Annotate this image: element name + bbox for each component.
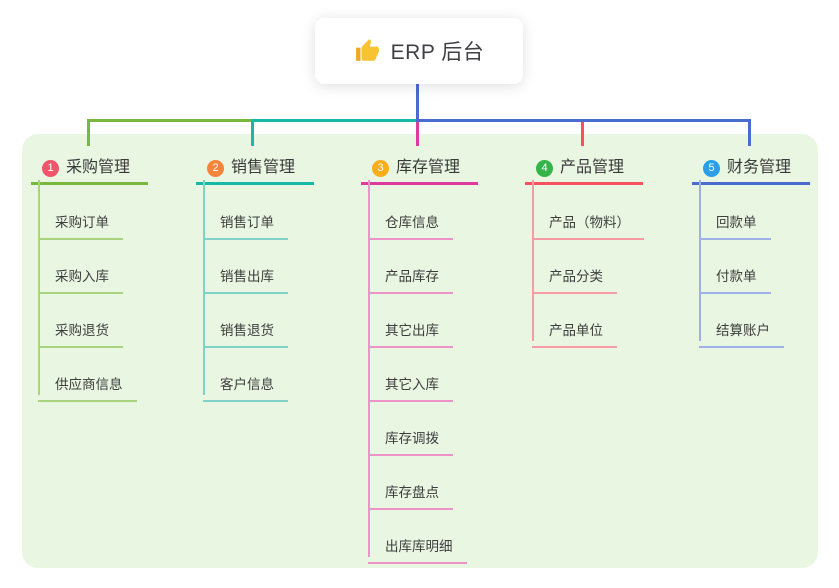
branch-number-badge: 2 — [207, 160, 224, 177]
child-node[interactable]: 库存调拨 — [368, 407, 453, 456]
branch-label: 销售管理 — [231, 159, 296, 176]
branch-number-badge: 5 — [703, 160, 720, 177]
connector-drop-product — [581, 119, 584, 146]
connector-children-line — [368, 180, 370, 557]
connector-children-line — [38, 180, 40, 395]
branch-number-badge: 1 — [42, 160, 59, 177]
root-node[interactable]: ERP 后台 — [315, 18, 523, 84]
root-title: ERP 后台 — [390, 41, 485, 64]
connector-drop-finance — [748, 119, 751, 146]
branch-number-badge: 4 — [536, 160, 553, 177]
branch-number-badge: 3 — [372, 160, 389, 177]
connector-drop-inventory — [416, 119, 419, 146]
connector-root-stem — [416, 84, 419, 122]
child-node[interactable]: 采购退货 — [38, 299, 123, 348]
child-node[interactable]: 产品分类 — [532, 245, 617, 294]
branch-label: 采购管理 — [66, 159, 131, 176]
branch-label: 产品管理 — [560, 159, 625, 176]
thumbs-up-icon — [355, 39, 379, 61]
connector-children-line — [699, 180, 701, 341]
child-node[interactable]: 销售出库 — [203, 245, 288, 294]
child-node[interactable]: 仓库信息 — [368, 191, 453, 240]
child-node[interactable]: 回款单 — [699, 191, 771, 240]
connector-drop-sales — [251, 119, 254, 146]
branch-node-sales[interactable]: 2 销售管理 — [196, 144, 314, 185]
child-node[interactable]: 付款单 — [699, 245, 771, 294]
connector-children-line — [532, 180, 534, 341]
child-node[interactable]: 其它出库 — [368, 299, 453, 348]
child-node[interactable]: 结算账户 — [699, 299, 784, 348]
child-node[interactable]: 库存盘点 — [368, 461, 453, 510]
connector-bus-finance — [418, 119, 751, 122]
child-node[interactable]: 其它入库 — [368, 353, 453, 402]
child-node[interactable]: 销售订单 — [203, 191, 288, 240]
branch-node-product[interactable]: 4 产品管理 — [525, 144, 643, 185]
child-node[interactable]: 产品（物料） — [532, 191, 644, 240]
branch-node-finance[interactable]: 5 财务管理 — [692, 144, 810, 185]
child-node[interactable]: 产品单位 — [532, 299, 617, 348]
connector-drop-purchase — [87, 119, 90, 146]
child-node[interactable]: 产品库存 — [368, 245, 453, 294]
branch-label: 财务管理 — [727, 159, 792, 176]
child-node[interactable]: 客户信息 — [203, 353, 288, 402]
child-node[interactable]: 出库库明细 — [368, 515, 467, 564]
branch-node-inventory[interactable]: 3 库存管理 — [361, 144, 478, 185]
child-node[interactable]: 销售退货 — [203, 299, 288, 348]
connector-children-line — [203, 180, 205, 395]
child-node[interactable]: 供应商信息 — [38, 353, 137, 402]
connector-bus-sales — [253, 119, 418, 122]
child-node[interactable]: 采购入库 — [38, 245, 123, 294]
branch-node-purchase[interactable]: 1 采购管理 — [31, 144, 148, 185]
child-node[interactable]: 采购订单 — [38, 191, 123, 240]
branch-label: 库存管理 — [396, 159, 461, 176]
connector-bus-purchase — [87, 119, 253, 122]
branches-panel — [22, 134, 818, 568]
